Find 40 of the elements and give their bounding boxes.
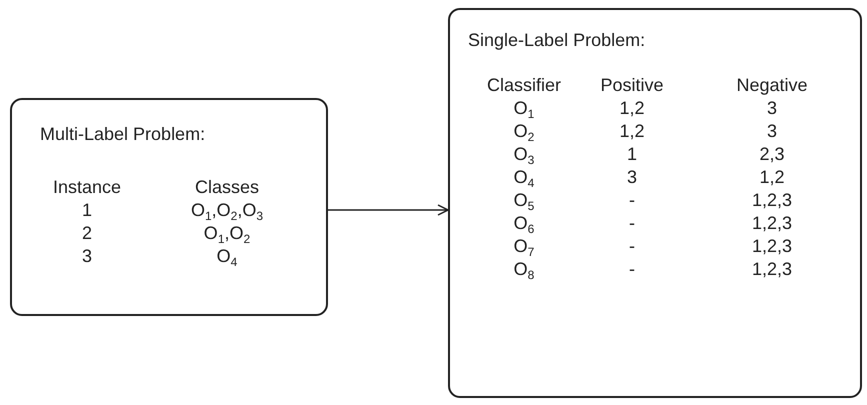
table-cell-text: - <box>628 189 636 212</box>
table-cell-text: O$_{8}$ <box>512 258 536 281</box>
column-header: Positive <box>599 74 665 97</box>
table-cell-text: O$_{3}$ <box>512 143 536 166</box>
column-header: Negative <box>735 74 809 97</box>
table-cell-text: 1 <box>80 199 93 222</box>
table-cell-text: O$_{4}$ <box>216 245 238 268</box>
column-header: Classifier <box>486 74 562 97</box>
table-cell-text: O$_{5}$ <box>512 189 536 212</box>
table-cell-text: O$_{2}$ <box>512 120 536 143</box>
table-cell-text: O$_{6}$ <box>512 212 536 235</box>
arrow <box>328 204 449 216</box>
table-cell-text: 1 <box>626 143 638 166</box>
table-cell-text: O$_{1}$,O$_{2}$ <box>202 222 252 245</box>
table-cell-text: O$_{1}$,O$_{2}$,O$_{3}$ <box>190 199 264 222</box>
table-cell-text: 1,2,3 <box>750 212 794 235</box>
table-cell-text: - <box>628 235 636 258</box>
table-cell-text: 1,2,3 <box>750 258 794 281</box>
column-header: Instance <box>52 176 122 199</box>
table-cell-text: 3 <box>766 120 778 143</box>
table-cell-text: 2 <box>80 222 93 245</box>
rounded-box <box>448 8 862 398</box>
table-cell-text: 3 <box>626 166 638 189</box>
table-cell-text: 1,2 <box>618 97 646 120</box>
table-cell-text: O$_{7}$ <box>512 235 536 258</box>
table-cell-text: 1,2,3 <box>750 189 794 212</box>
table-cell-text: 1,2 <box>618 120 646 143</box>
box-title: Single-Label Problem: <box>468 30 646 51</box>
box-title: Multi-Label Problem: <box>40 124 206 145</box>
table-cell-text: 2,3 <box>758 143 786 166</box>
column-header: Classes <box>194 176 260 199</box>
table-cell-text: O$_{1}$ <box>512 97 536 120</box>
rounded-box <box>10 98 328 316</box>
table-cell-text: 1,2 <box>758 166 786 189</box>
table-cell-text: 1,2,3 <box>750 235 794 258</box>
table-cell-text: 3 <box>766 97 778 120</box>
table-cell-text: O$_{4}$ <box>512 166 536 189</box>
table-cell-text: - <box>628 258 636 281</box>
table-cell-text: 3 <box>80 245 93 268</box>
table-cell-text: - <box>628 212 636 235</box>
